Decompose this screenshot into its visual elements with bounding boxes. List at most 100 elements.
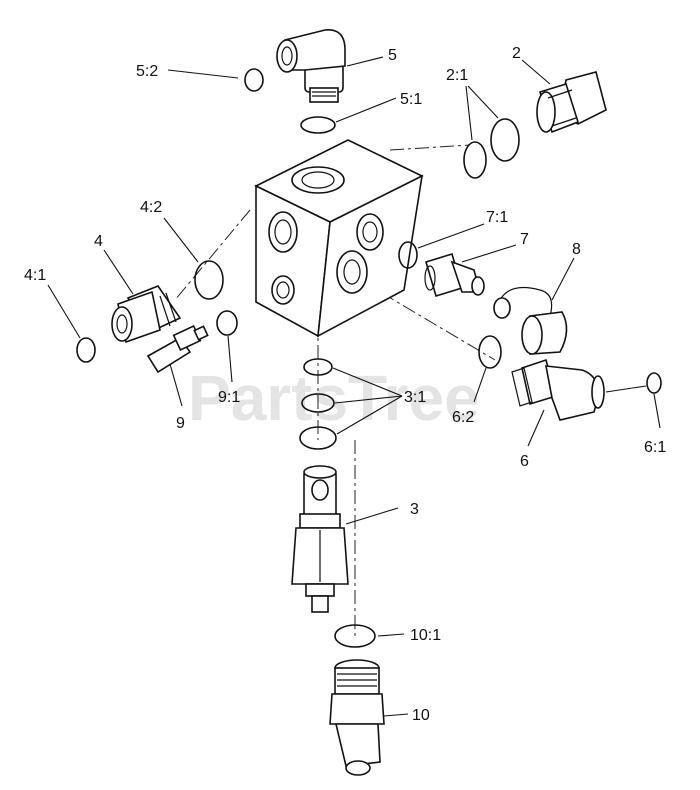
axis-right-port: [389, 144, 471, 151]
part-4-straight-fitting[interactable]: [111, 285, 182, 344]
oring-4-2[interactable]: [194, 260, 224, 300]
left-port-lower: [271, 275, 295, 305]
valve-block[interactable]: [254, 139, 424, 338]
leader-9: [169, 363, 183, 407]
part-3-top: [303, 465, 337, 479]
oring-3-1-small[interactable]: [303, 358, 333, 376]
part-2-plug[interactable]: [536, 71, 607, 134]
leader-2-1-a: [465, 85, 473, 141]
part-3-cartridge-valve[interactable]: [291, 465, 349, 613]
oring-4-1[interactable]: [76, 337, 96, 363]
oring-6-1[interactable]: [646, 372, 662, 394]
leader-4: [103, 249, 134, 295]
leader-4-2: [163, 217, 199, 263]
callout-2-1: 2:1: [446, 67, 468, 84]
part-9-sensor[interactable]: [146, 325, 209, 374]
part-7-test-fitting[interactable]: [424, 252, 485, 298]
leader-6-1-in: [605, 385, 647, 393]
part-5-thread: [309, 87, 339, 103]
leader-2-1-b: [467, 85, 499, 119]
callout-9-1: 9:1: [218, 389, 240, 406]
oring-5-1[interactable]: [300, 116, 336, 134]
part-8-loop: [493, 297, 511, 319]
axis-left-port: [174, 209, 251, 301]
callout-10-1: 10:1: [410, 627, 441, 644]
leader-2: [521, 59, 551, 85]
part-2-face: [536, 91, 556, 133]
leader-10-1: [377, 633, 405, 637]
callout-4-2: 4:2: [140, 199, 162, 216]
leader-3-1-c: [336, 395, 403, 435]
top-port: [291, 166, 345, 194]
part-6-elbow-fitting[interactable]: [511, 358, 605, 421]
part-3-tip: [311, 595, 329, 613]
callout-2: 2: [512, 45, 521, 62]
part-10-elbow-body: [334, 723, 381, 767]
part-10-elbow-fitting[interactable]: [329, 659, 385, 776]
callout-6-2: 6:2: [452, 409, 474, 426]
part-10-thread: [334, 667, 380, 695]
oring-7-1[interactable]: [398, 241, 418, 269]
part-6-thread: [511, 367, 533, 407]
leader-4-1: [47, 284, 81, 339]
callout-10: 10: [412, 707, 430, 724]
right-port-upper: [356, 213, 384, 251]
oring-3-1-large[interactable]: [299, 426, 337, 450]
oring-3-1-medium[interactable]: [301, 393, 335, 413]
callout-3-1: 3:1: [404, 389, 426, 406]
part-7-tip: [471, 276, 485, 296]
part-10-outlet: [345, 760, 371, 776]
oring-9-1[interactable]: [216, 310, 238, 336]
callout-4-1: 4:1: [24, 267, 46, 284]
leader-8: [551, 257, 575, 301]
part-8-dust-cap[interactable]: [493, 287, 568, 355]
part-3-collar: [299, 513, 341, 529]
leader-6: [527, 409, 545, 447]
callout-5: 5: [388, 47, 397, 64]
callout-7: 7: [520, 231, 529, 248]
leader-5-2: [167, 69, 239, 79]
callout-8: 8: [572, 241, 581, 258]
part-5-elbow-end: [276, 39, 298, 73]
watermark-text: PartsTree: [188, 362, 480, 434]
part-5-elbow-fitting[interactable]: [276, 29, 346, 103]
part-4-face: [111, 306, 133, 342]
left-port-upper: [268, 211, 298, 253]
callout-4: 4: [94, 233, 103, 250]
part-6-outlet: [591, 375, 605, 409]
leader-3-1-b: [334, 395, 403, 404]
leader-9-1: [227, 335, 233, 383]
callout-7-1: 7:1: [486, 209, 508, 226]
oring-5-2[interactable]: [244, 68, 264, 92]
callout-5-2: 5:2: [136, 63, 158, 80]
callout-5-1: 5:1: [400, 91, 422, 108]
part-9-tip: [193, 325, 209, 341]
part-6-elbow-body: [545, 365, 599, 421]
leader-6-1: [653, 393, 661, 429]
leader-7-1: [417, 223, 485, 249]
part-8-cap-face: [521, 315, 543, 355]
part-3-window: [311, 479, 329, 501]
callout-6: 6: [520, 453, 529, 470]
oring-10-1[interactable]: [334, 624, 376, 648]
leader-7: [461, 244, 517, 263]
part-5-elbow-body: [284, 29, 346, 71]
leader-10: [383, 713, 409, 717]
leader-3-1-a: [332, 367, 403, 397]
part-10-hex: [329, 693, 385, 725]
callout-3: 3: [410, 501, 419, 518]
oring-6-2[interactable]: [478, 335, 502, 369]
leader-5-1: [335, 97, 397, 123]
part-3-lower-step: [305, 583, 335, 597]
valve-block-right-face: [317, 174, 424, 338]
leader-6-2: [473, 367, 487, 403]
leader-3: [345, 507, 399, 525]
oring-2-1-small[interactable]: [463, 141, 487, 179]
leader-5: [346, 56, 384, 67]
part-8-tether: [499, 287, 553, 317]
right-port-lower: [336, 250, 368, 294]
oring-2-1-large[interactable]: [490, 118, 520, 162]
callout-6-1: 6:1: [644, 439, 666, 456]
